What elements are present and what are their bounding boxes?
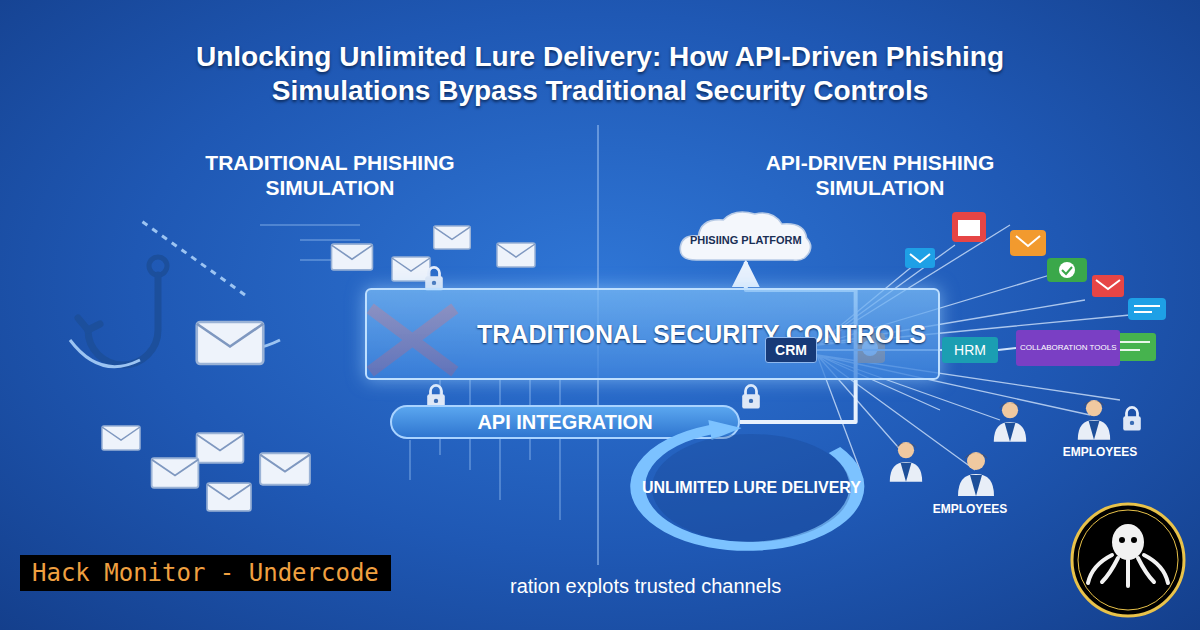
diagram-title: Unlocking Unlimited Lure Delivery: How A… — [140, 40, 1060, 108]
cycle-circle: UNLIMITED LURE DELIVERY — [622, 420, 881, 556]
node-text: API INTEGRATION — [477, 411, 652, 434]
crm-box: CRM — [765, 337, 817, 363]
hook-icon — [78, 257, 167, 365]
node-text: HRM — [954, 342, 986, 358]
security-controls-box: TRADITIONAL SECURITY CONTROLS — [365, 288, 940, 380]
node-text: TRADITIONAL SECURITY CONTROLS — [477, 320, 926, 349]
group-label: EMPLOYEES — [1050, 445, 1150, 459]
node-text: COLLABORATION TOOLS — [1020, 343, 1116, 353]
watermark: Hack Monitor - Undercode — [20, 555, 391, 591]
node-text: PHISIING PLATFORM — [690, 234, 802, 247]
group-label: EMPLOYEES — [920, 502, 1020, 516]
connector — [998, 348, 1016, 350]
node-text: UNLIMITED LURE DELIVERY — [642, 478, 861, 498]
section-heading: TRADITIONAL PHISHING SIMULATION — [150, 150, 510, 200]
collab-box: COLLABORATION TOOLS — [1016, 330, 1120, 366]
hrm-box: HRM — [942, 337, 998, 363]
platform-cloud: PHISIING PLATFORM — [676, 208, 816, 262]
section-heading: API-DRIVEN PHISHING SIMULATION — [700, 150, 1060, 200]
node-text: CRM — [775, 342, 807, 358]
logo — [1072, 504, 1184, 616]
flow-arrows — [70, 220, 280, 367]
caption: ration explots trusted channels — [510, 575, 781, 598]
